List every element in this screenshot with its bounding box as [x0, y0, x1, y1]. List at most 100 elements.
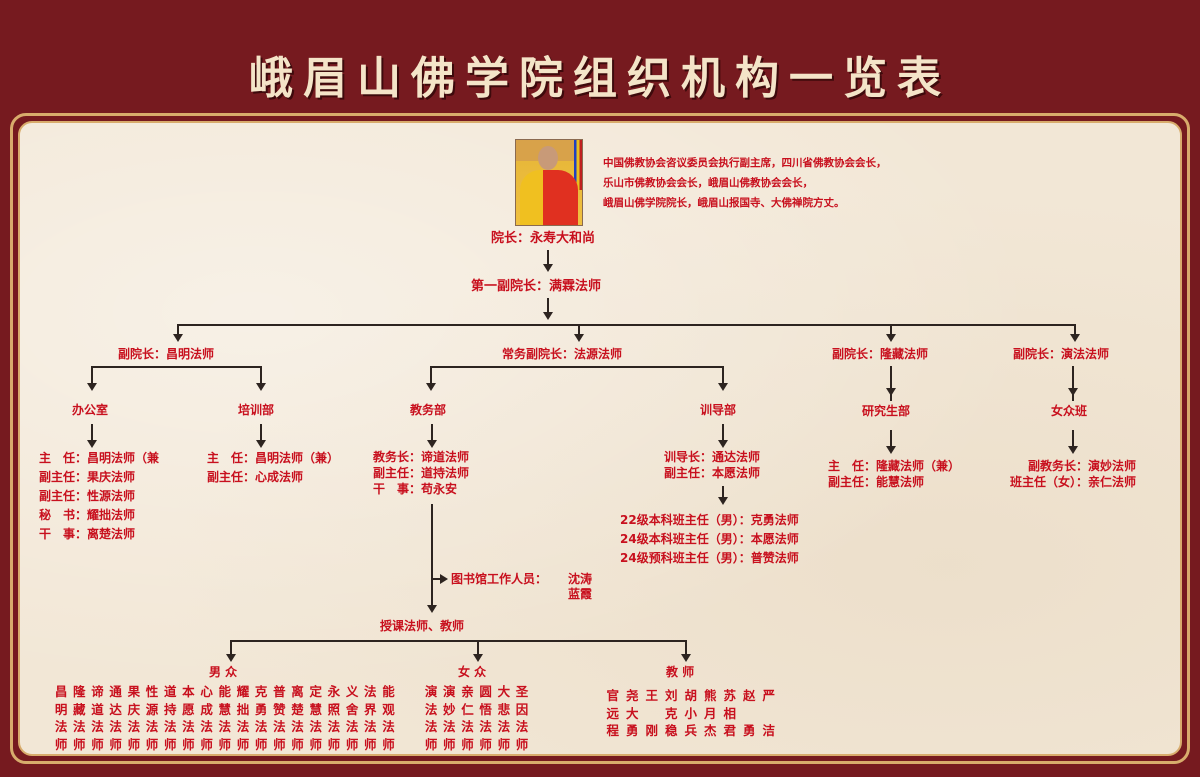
group-title-teachers: 教 师 — [666, 665, 695, 679]
name-char: 法 — [497, 719, 511, 734]
name-char: 仁 — [461, 701, 474, 717]
name-char: 克 — [254, 684, 268, 699]
name-char: 师 — [345, 736, 359, 752]
name-char: 能 — [218, 684, 232, 699]
chart-panel — [18, 121, 1182, 756]
vp-label: 副院长：隆藏法师 — [832, 347, 929, 361]
vp-label: 常务副院长：法源法师 — [502, 347, 623, 361]
arrow-down-icon — [87, 440, 97, 448]
name-char: 洁 — [762, 723, 775, 738]
library-staff: 蓝霞 — [568, 587, 593, 601]
department-name: 培训部 — [238, 403, 275, 417]
name-char: 愿 — [182, 701, 195, 717]
name-char: 法 — [54, 719, 68, 734]
name-char: 师 — [327, 736, 341, 752]
name-char: 师 — [109, 736, 122, 752]
name-char: 兵 — [684, 723, 697, 738]
name-char: 赵 — [742, 688, 756, 703]
name-char: 程 — [606, 723, 619, 738]
department-name: 研究生部 — [862, 404, 911, 418]
library-staff: 沈涛 — [568, 572, 593, 586]
name-char: 法 — [109, 719, 122, 734]
name-char: 尧 — [625, 688, 639, 703]
name-char: 勇 — [625, 723, 639, 738]
bio-line: 中国佛教协会咨议委员会执行副主席，四川省佛教协会会长， — [603, 157, 887, 169]
name-char: 观 — [382, 701, 395, 717]
name-column: 法界法师 — [361, 683, 379, 753]
name-char: 成 — [200, 701, 213, 717]
arrow-down-icon — [681, 654, 691, 662]
name-column: 圆悟法师 — [477, 683, 495, 753]
arrow-right-icon — [440, 574, 448, 584]
name-char: 远 — [606, 705, 619, 721]
name-char: 悲 — [497, 701, 511, 717]
name-column: 演妙法师 — [440, 683, 458, 753]
name-char: 苏 — [723, 688, 736, 703]
name-char: 法 — [145, 719, 159, 734]
name-char: 师 — [497, 736, 511, 752]
name-column: 通达法师 — [107, 683, 125, 753]
name-char: 拙 — [236, 701, 250, 717]
male-monks-grid: 昌明法师隆藏法师谛道法师通达法师果庆法师性源法师道持法师本愿法师心成法师能慧法师… — [52, 683, 398, 753]
name-char: 法 — [443, 719, 456, 734]
president-bio: 中国佛教协会咨议委员会执行副主席，四川省佛教协会会长， 乐山市佛教协会会长，峨眉… — [603, 153, 887, 213]
name-char: 君 — [723, 723, 736, 738]
name-column: 严洁 — [759, 687, 779, 740]
outer-frame — [10, 113, 1190, 764]
name-char: 师 — [273, 736, 286, 752]
name-column: 王刚 — [642, 687, 662, 740]
name-char: 法 — [291, 719, 304, 734]
name-char: 师 — [291, 736, 304, 752]
arrow-down-icon — [886, 334, 896, 342]
name-char: 耀 — [236, 684, 250, 699]
name-column: 官远程 — [603, 687, 623, 740]
arrow-down-icon — [718, 497, 728, 505]
arrow-down-icon — [1068, 388, 1078, 396]
name-char: 亲 — [461, 684, 474, 699]
arrow-down-icon — [543, 264, 553, 272]
name-char: 慧 — [309, 701, 322, 717]
name-char: 妙 — [443, 701, 456, 717]
name-char: 永 — [327, 684, 341, 699]
name-char: 法 — [254, 719, 268, 734]
name-char: 刘 — [664, 688, 678, 703]
arrow-down-icon — [226, 654, 236, 662]
name-char: 普 — [273, 684, 286, 699]
name-char: 果 — [127, 684, 141, 699]
library-label: 图书馆工作人员： — [451, 572, 548, 586]
name-char: 法 — [382, 719, 395, 734]
name-char: 圣 — [515, 684, 529, 699]
name-column: 谛道法师 — [88, 683, 106, 753]
name-char: 勇 — [254, 701, 268, 717]
name-char: 道 — [163, 684, 177, 699]
name-char: 性 — [145, 684, 159, 699]
name-char: 大 — [625, 705, 639, 721]
name-char: 法 — [424, 701, 438, 717]
name-char: 演 — [424, 684, 438, 699]
name-column: 胡小兵 — [681, 687, 701, 740]
name-char: 道 — [91, 701, 104, 717]
name-char: 勇 — [742, 723, 756, 738]
name-char: 法 — [515, 719, 529, 734]
name-column: 尧大勇 — [623, 687, 643, 740]
vp-label: 副院长：昌明法师 — [118, 347, 215, 361]
name-column: 道持法师 — [161, 683, 179, 753]
name-char: 法 — [364, 684, 377, 699]
teaching-label: 授课法师、教师 — [380, 619, 465, 633]
arrow-down-icon — [543, 312, 553, 320]
name-column: 刘克稳 — [662, 687, 682, 740]
name-char: 舍 — [345, 701, 359, 717]
name-char: 师 — [461, 736, 474, 752]
department-name: 训导部 — [700, 403, 737, 417]
name-char: 隆 — [73, 684, 86, 699]
name-char: 师 — [218, 736, 232, 752]
name-char: 师 — [91, 736, 104, 752]
arrow-down-icon — [886, 446, 896, 454]
department-name: 办公室 — [72, 403, 109, 417]
name-char: 小 — [684, 705, 697, 721]
name-char: 师 — [309, 736, 322, 752]
name-char: 师 — [127, 736, 141, 752]
group-title-male: 男 众 — [209, 665, 238, 679]
arrow-down-icon — [87, 383, 97, 391]
name-char: 王 — [645, 688, 658, 703]
